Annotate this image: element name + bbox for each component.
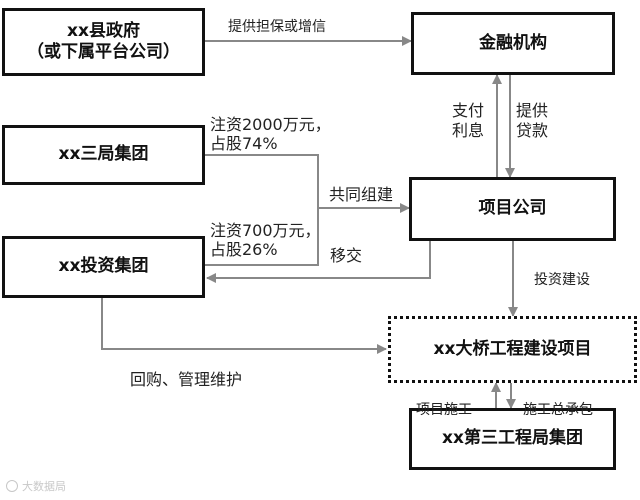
label-buyback: 回购、管理维护 [130,370,243,389]
arrow-buyback [101,298,387,354]
label-pay-interest-2: 利息 [452,121,485,140]
watermark: 大数据局 [6,478,66,494]
node-project-company-label: 项目公司 [478,198,547,219]
node-investment-group: xx投资集团 [2,236,205,298]
node-project-company: 项目公司 [409,177,616,241]
arrow-transfer [206,241,431,283]
node-county-government-line2: （或下属平台公司） [27,42,180,62]
node-engineering-bureau-group-label: xx第三工程局集团 [442,428,583,449]
label-bureau3-capital-1: 注资2000万元， [210,115,331,134]
label-invest-capital-1: 注资700万元， [210,221,321,240]
label-pay-interest-1: 支付 [452,101,485,120]
node-bridge-project-label: xx大桥工程建设项目 [433,338,592,359]
label-provide-loan-1: 提供 [516,101,549,120]
node-financial-institution-label: 金融机构 [479,32,547,53]
watermark-text: 大数据局 [22,480,66,493]
watermark-logo-icon [6,480,18,492]
node-investment-group-label: xx投资集团 [58,256,149,277]
label-invest-capital-2: 占股26% [210,240,278,259]
label-general-contract: 施工总承包 [523,402,593,418]
label-transfer: 移交 [330,246,363,265]
label-guarantee: 提供担保或增信 [228,19,326,35]
label-invest-build: 投资建设 [534,272,590,288]
node-financial-institution: 金融机构 [411,12,615,75]
line-invest-to-merge [205,208,319,266]
label-construction: 项目施工 [416,402,472,418]
node-engineering-bureau-group: xx第三工程局集团 [409,408,616,470]
node-third-bureau-group: xx三局集团 [2,125,205,185]
label-bureau3-capital-2: 占股74% [210,134,278,153]
node-third-bureau-group-label: xx三局集团 [58,144,149,165]
node-bridge-project: xx大桥工程建设项目 [388,316,637,383]
node-county-government: xx县政府 （或下属平台公司） [2,8,205,76]
label-provide-loan-2: 贷款 [516,121,549,140]
node-county-government-line1: xx县政府 [67,20,140,41]
label-joint-build: 共同组建 [329,185,394,204]
line-bureau3-to-merge [205,154,319,208]
